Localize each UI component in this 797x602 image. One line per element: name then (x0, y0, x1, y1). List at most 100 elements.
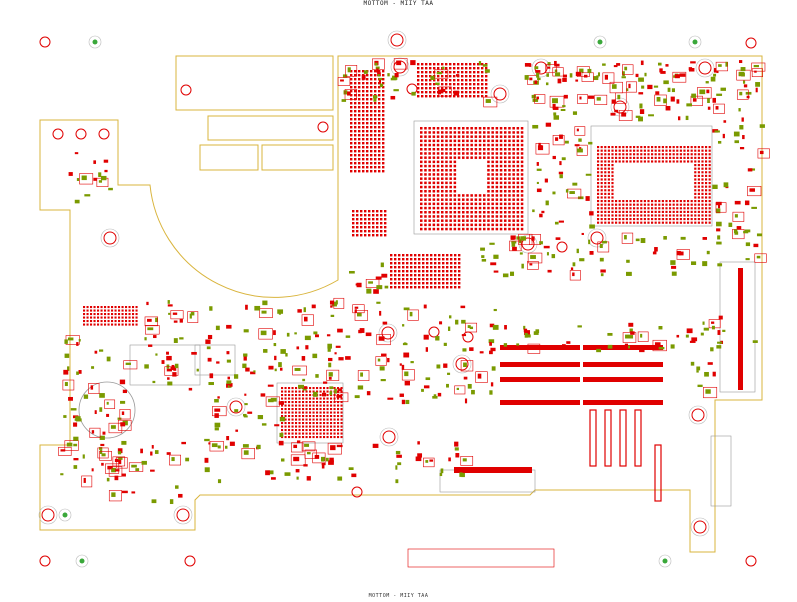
memory-ball (374, 146, 377, 149)
cpu-ball (491, 202, 494, 206)
resistor-pad (429, 459, 434, 462)
memory-ball (370, 90, 373, 93)
cpu-ball (420, 152, 423, 155)
gpu-ball (295, 394, 298, 397)
gpu-ball (298, 422, 301, 425)
memory-ball (406, 286, 409, 289)
cpu-ball (466, 143, 469, 147)
resistor-pad (660, 70, 666, 74)
memory-ball (378, 94, 381, 97)
capacitor (294, 332, 297, 335)
connector-pad (90, 316, 93, 319)
capacitor (279, 432, 284, 438)
resistor-pad (461, 334, 467, 337)
resistor-pad (314, 454, 320, 459)
pch-ball (597, 153, 600, 156)
memory-ball (394, 262, 397, 265)
capacitor (489, 390, 493, 395)
cpu-ball (428, 219, 431, 222)
memory-ball (378, 70, 381, 73)
resistor-pad (443, 363, 448, 368)
pch-ball (647, 156, 650, 159)
capacitor (459, 472, 463, 477)
resistor-pad (423, 334, 429, 340)
capacitor (554, 221, 559, 225)
memory-ball (406, 266, 409, 269)
cpu-ball (491, 160, 494, 164)
memory-ball (417, 91, 420, 94)
memory-ball (362, 110, 365, 113)
ic-footprint (581, 72, 594, 82)
cpu-ball (466, 148, 469, 151)
cpu-ball (508, 131, 511, 134)
capacitor (510, 271, 515, 276)
gpu-ball (298, 415, 301, 418)
memory-ball (382, 98, 385, 101)
pch-ball (658, 203, 661, 206)
cpu-ball (432, 190, 436, 193)
memory-ball (461, 79, 464, 82)
cpu-ball (432, 164, 436, 168)
memory-ball (434, 262, 437, 265)
resistor-pad (744, 200, 750, 206)
gpu-ball (326, 415, 329, 418)
gpu-ball (284, 387, 287, 390)
gpu-ball (316, 418, 319, 421)
cpu-ball (504, 206, 507, 210)
gpu-ball (281, 425, 284, 428)
memory-ball (354, 122, 357, 125)
resistor-pad (711, 321, 715, 324)
memory-ball (458, 282, 461, 285)
memory-ball (366, 162, 369, 165)
pch-ball (611, 218, 614, 221)
resistor-pad (120, 422, 126, 427)
pch-ball (676, 210, 679, 213)
cpu-ball (499, 169, 503, 172)
memory-ball (356, 222, 359, 225)
pch-ball (615, 214, 618, 217)
memory-ball (457, 83, 460, 86)
resistor-pad (340, 79, 344, 82)
cpu-ball (483, 156, 486, 159)
cpu-ball (432, 131, 436, 134)
gpu-ball (295, 404, 298, 407)
pch-ball (701, 196, 704, 199)
pch-ball (705, 196, 708, 199)
pch-ball (600, 164, 603, 167)
pch-ball (697, 196, 700, 199)
capacitor (638, 77, 644, 82)
gpu-ball (295, 432, 298, 435)
cpu-ball (495, 152, 499, 155)
cpu-ball (512, 156, 515, 159)
cpu-ball (428, 169, 431, 172)
gpu-ball (333, 436, 336, 439)
connector-pad (90, 323, 93, 326)
resistor-pad (575, 79, 579, 82)
memory-ball (366, 134, 369, 137)
memory-ball (390, 266, 393, 269)
memory-ball (354, 146, 357, 149)
memory-ball (481, 91, 484, 94)
capacitor (327, 348, 331, 352)
capacitor (569, 73, 573, 78)
cpu-ball (428, 206, 431, 210)
pch-ball (679, 200, 682, 203)
cpu-ball (445, 139, 448, 143)
capacitor (75, 418, 82, 422)
capacitor (175, 485, 179, 489)
memory-ball (378, 162, 381, 165)
memory-ball (378, 102, 381, 105)
gpu-ball (281, 411, 284, 414)
connector-pad (111, 323, 114, 326)
resistor-pad (713, 68, 717, 73)
gpu-ball (337, 408, 340, 411)
cpu-ball (495, 198, 499, 201)
pch-ball (604, 218, 607, 221)
capacitor (169, 499, 174, 505)
memory-ball (425, 95, 428, 98)
cpu-ball (470, 215, 473, 218)
capacitor (243, 329, 249, 333)
resistor-pad (742, 135, 745, 140)
pch-ball (676, 156, 679, 159)
